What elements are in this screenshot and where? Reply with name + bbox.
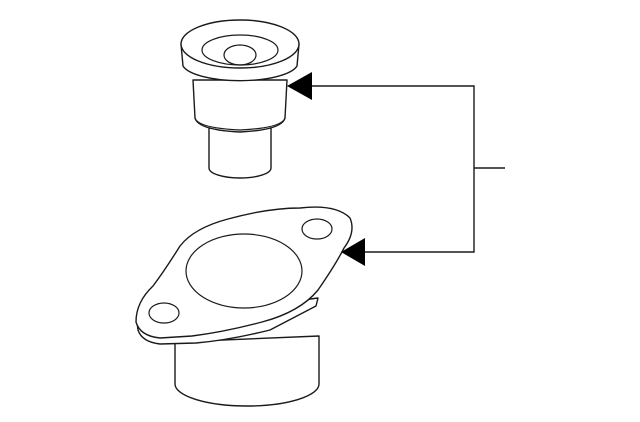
callout-leader bbox=[287, 72, 505, 266]
lower-bolt-hole-left bbox=[148, 302, 180, 324]
lower-flanged-part[interactable] bbox=[135, 206, 353, 407]
arrowhead-lower bbox=[341, 238, 365, 266]
upper-body bbox=[192, 79, 288, 133]
upper-cap-hole bbox=[223, 44, 257, 66]
lower-cylinder bbox=[174, 335, 320, 407]
lower-bolt-hole-right bbox=[301, 218, 333, 240]
lower-bore bbox=[185, 233, 303, 309]
arrowhead-upper bbox=[287, 72, 312, 100]
upper-body-edge bbox=[194, 117, 286, 131]
lower-flange-plate bbox=[135, 206, 353, 339]
upper-bushing-part[interactable] bbox=[180, 19, 300, 179]
upper-stem bbox=[208, 127, 272, 179]
upper-cap-top bbox=[180, 19, 300, 69]
leader-bracket bbox=[311, 85, 475, 253]
